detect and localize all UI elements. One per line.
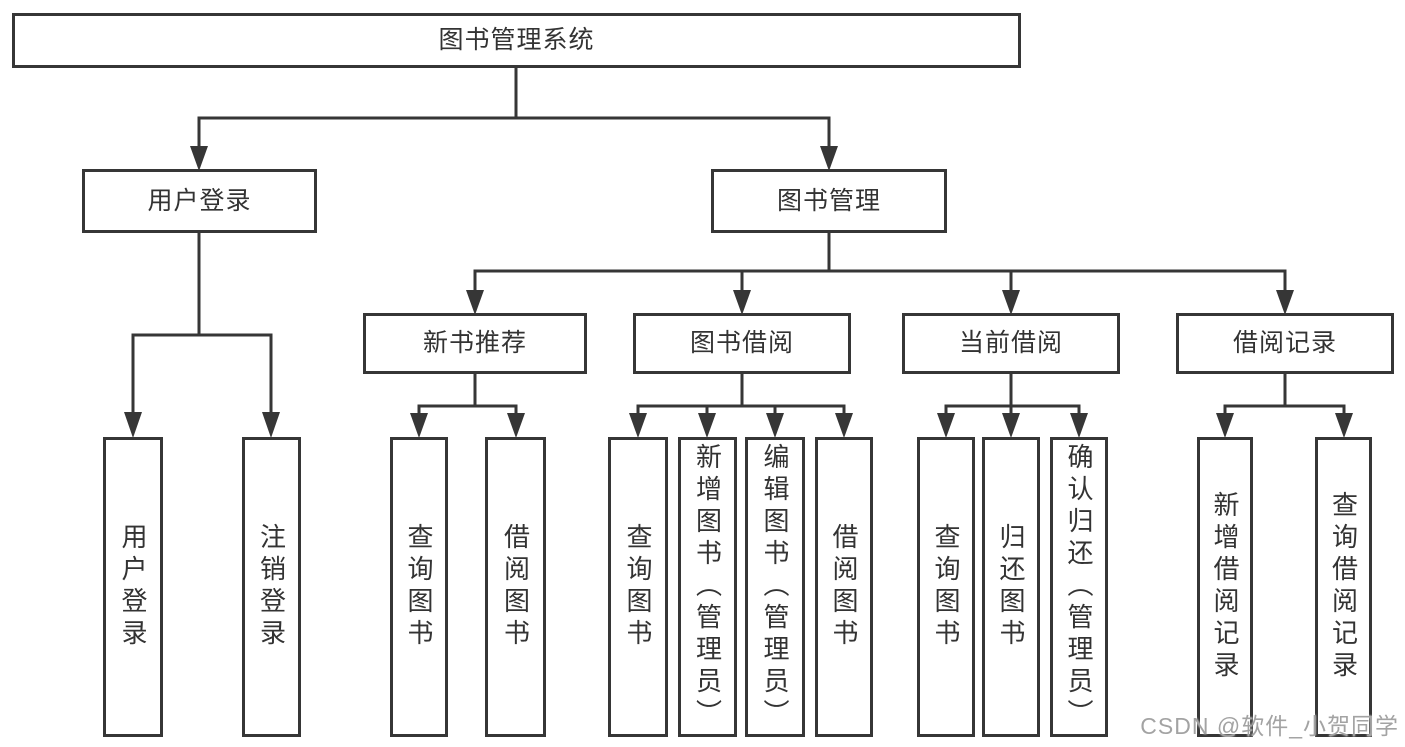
leaf-query-books-current: 查询图书 [917,437,975,737]
node-label: 查询借阅记录 [1328,491,1359,683]
node-borrowing-records: 借阅记录 [1176,313,1394,374]
node-new-book-recommendation: 新书推荐 [363,313,587,374]
node-label: 用户登录 [118,523,148,651]
leaf-query-borrow-record: 查询借阅记录 [1315,437,1372,737]
node-label: 新增借阅记录 [1210,491,1240,683]
node-user-login: 用户登录 [82,169,317,233]
watermark: CSDN @软件_小贺同学 [1140,713,1399,739]
leaf-add-borrow-record: 新增借阅记录 [1197,437,1253,737]
leaf-confirm-return-admin: 确认归还（管理员） [1050,437,1108,737]
node-label: 借阅记录 [1232,329,1337,357]
node-label: 确认归还（管理员） [1064,443,1094,731]
leaf-borrow-books-newbook: 借阅图书 [485,437,546,737]
node-label: 新书推荐 [422,329,527,357]
node-label: 新增图书（管理员） [692,443,723,731]
node-label: 借阅图书 [500,523,531,651]
node-label: 图书借阅 [689,329,794,357]
node-label: 查询图书 [623,523,653,651]
node-label: 查询图书 [404,523,434,651]
node-label: 借阅图书 [829,523,859,651]
leaf-query-books-borrow: 查询图书 [608,437,668,737]
leaf-logout: 注销登录 [242,437,301,737]
node-current-borrowing: 当前借阅 [902,313,1120,374]
leaf-user-login: 用户登录 [103,437,163,737]
node-label: 编辑图书（管理员） [760,443,790,731]
leaf-edit-books-admin: 编辑图书（管理员） [745,437,805,737]
node-label: 图书管理 [776,186,881,215]
node-label: 归还图书 [996,523,1026,651]
node-library-management-system: 图书管理系统 [12,13,1021,68]
node-book-management: 图书管理 [711,169,947,233]
leaf-add-books-admin: 新增图书（管理员） [678,437,737,737]
node-label: 查询图书 [931,523,961,651]
leaf-query-books-newbook: 查询图书 [390,437,448,737]
node-book-borrowing: 图书借阅 [633,313,851,374]
leaf-borrow-books: 借阅图书 [815,437,873,737]
node-label: 注销登录 [256,523,287,651]
node-label: 用户登录 [147,186,252,215]
leaf-return-books: 归还图书 [982,437,1040,737]
node-label: 图书管理系统 [438,26,595,54]
node-label: 当前借阅 [958,329,1063,357]
